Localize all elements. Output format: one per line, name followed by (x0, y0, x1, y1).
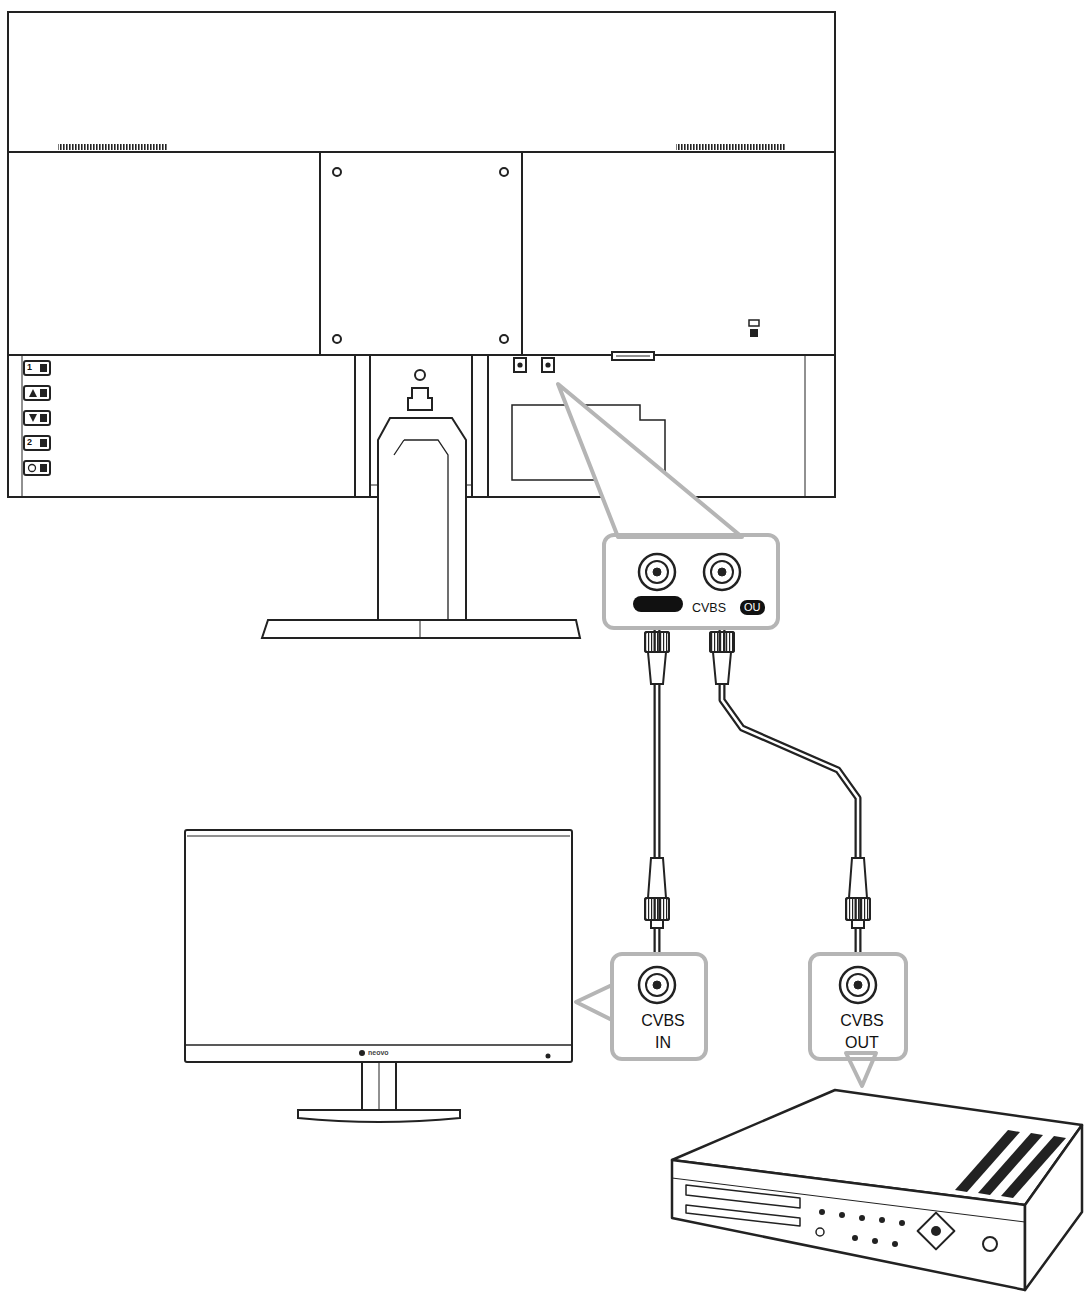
button-label: 2 (27, 438, 32, 447)
brand-logo: neovo (368, 1049, 389, 1056)
front-monitor (185, 830, 572, 1122)
signal-name: CVBS OUT (830, 1010, 894, 1055)
video-cable (722, 630, 858, 952)
callout-box: CVBS OU (602, 533, 780, 630)
dvr-recorder (672, 1090, 1082, 1290)
button-label: 1 (27, 363, 32, 372)
bnc-plug (645, 632, 870, 928)
signal-name: CVBS IN (634, 1010, 692, 1055)
port-tag: OU (740, 600, 765, 615)
cable-core (722, 630, 858, 952)
callout-pointer (558, 384, 742, 537)
callout-box: CVBS OUT (808, 952, 908, 1061)
signal-name: CVBS (692, 601, 726, 616)
cable (722, 630, 858, 952)
monitor-stand (262, 418, 580, 638)
callout-box: CVBS IN (610, 952, 708, 1061)
callout-pointer (576, 985, 612, 1020)
bnc-socket (639, 967, 876, 1003)
